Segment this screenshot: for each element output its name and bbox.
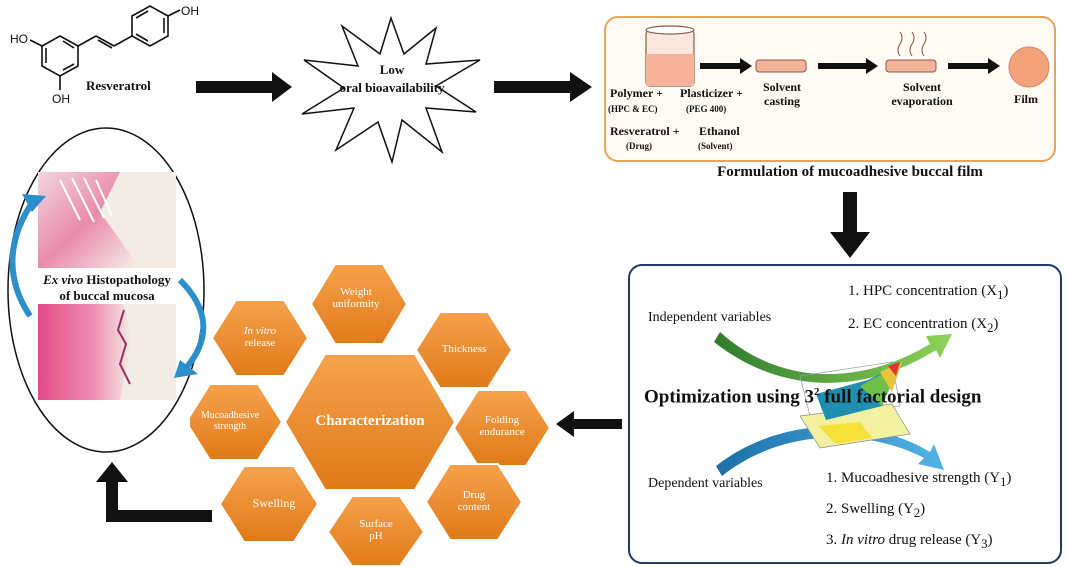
resveratrol-structure [29,5,181,90]
optimization-title-sup: 2 [813,386,820,398]
hex-label-ph-2: pH [369,530,383,543]
response-y3-italic: In vitro [841,532,886,548]
hex-swelling [218,465,320,543]
hex-label-weight-1: Weight [340,286,372,298]
response-y2-sub: 2 [913,506,921,520]
plasticizer-label: Plasticizer + [680,86,743,100]
hex-label-ph-1: Surface [359,518,393,530]
optimization-title: Optimization using 32 full factorial des… [644,386,982,408]
hex-label-weight-2: uniformity [332,298,380,311]
hex-label-folding-2: endurance [479,426,525,439]
molecule-name: Resveratrol [86,78,151,93]
step-casting: Solvent casting [752,80,812,109]
burst-text-line2: oral bioavailability [339,80,445,95]
formulation-graphics [645,25,1050,88]
hex-label-invitro-1: In vitro [243,325,277,337]
hex-label-weight: Weight uniformity [316,286,396,310]
polymer-sub: (HPC & EC) [608,104,658,114]
hex-label-mucoadhesive: Mucoadhesive strength [182,410,278,432]
hex-surface-ph [326,495,426,567]
arrow-elbow [96,462,212,522]
histopathology-panel [7,127,207,453]
burst-text-line1: Low [379,62,405,77]
response-y3: 3. In vitro drug release (Y3) [826,532,993,551]
response-y2: 2. Swelling (Y2) [826,501,926,520]
formulation-caption: Formulation of mucoadhesive buccal film [717,164,983,180]
hex-label-swelling: Swelling [252,496,296,510]
hex-label-drug-1: Drug [462,489,486,501]
hydroxyl-label-top: OH [181,4,199,18]
arrow-right-2 [494,72,592,102]
histopathology-caption: Ex vivo Histopathology of buccal mucosa [22,272,192,305]
hex-label-muco-2: strength [213,421,247,432]
arrow-down [830,192,870,258]
independent-variables-label: Independent variables [648,310,772,325]
hex-weight-uniformity [309,263,409,345]
low-bioavailability-burst [301,15,481,164]
step-film: Film [1014,92,1038,106]
hex-mucoadhesive-strength [190,383,284,461]
response-y3-sub: 3 [981,537,988,551]
ethanol-label: Ethanol [699,124,740,138]
histopathology-line1: Histopathology [83,272,171,287]
variable-x2-text: 2. EC concentration (X [848,316,988,332]
resveratrol-sub: (Drug) [626,141,652,151]
ethanol-sub: (Solvent) [698,141,733,151]
hex-label-thickness: Thickness [441,343,487,355]
response-y1: 1. Mucoadhesive strength (Y1) [826,470,1012,489]
step-evap-line1: Solvent [902,80,941,94]
variable-x1-text: 1. HPC concentration (X [848,283,998,299]
hex-label-ph: Surface pH [336,518,416,542]
response-y1-sub: 1 [1000,475,1007,489]
arrow-right-1 [196,72,292,102]
response-y1-text: 1. Mucoadhesive strength (Y [826,470,1001,486]
optimization-graphics [714,332,952,476]
polymer-label: Polymer + [610,86,663,100]
variable-x1-sub: 1 [997,288,1004,302]
hydroxyl-label-left: HO [10,32,28,46]
response-y2-text: 2. Swelling (Y [826,501,914,517]
hex-drug-content [424,463,524,541]
resveratrol-label: Resveratrol + [610,124,680,138]
histopathology-italic: Ex vivo [43,272,84,287]
plasticizer-sub: (PEG 400) [686,104,727,114]
hex-folding-endurance [452,389,552,467]
step-evap-line2: evaporation [891,94,953,109]
hydroxyl-label-bottom: OH [52,92,70,106]
optimization-title-pre: Optimization using 3 [644,386,814,408]
hex-thickness [414,311,514,389]
hex-label-drug-2: content [457,501,491,514]
histopathology-line2: of buccal mucosa [59,288,155,304]
variable-x2-sub: 2 [987,321,994,335]
step-casting-line1: Solvent [762,80,801,94]
hex-label-drug: Drug content [434,489,514,513]
step-evaporation: Solvent evaporation [872,80,972,109]
hex-label-folding-1: Folding [484,414,520,426]
response-y3-rest: drug release (Y [885,532,982,548]
hex-label-folding: Folding endurance [462,414,542,438]
optimization-title-post: full factorial design [819,386,982,408]
hex-characterization [283,353,457,491]
variable-x2: 2. EC concentration (X2) [848,316,999,335]
hex-label-invitro: In vitro release [220,325,300,349]
arrow-left [556,411,622,437]
characterization-hexagons [190,263,552,567]
hex-label-muco-1: Mucoadhesive [200,410,260,421]
hex-label-characterization: Characterization [315,413,425,429]
hex-invitro-release [210,299,310,377]
response-y3-num: 3. [826,532,841,548]
dependent-variables-label: Dependent variables [648,476,763,491]
variable-x1: 1. HPC concentration (X1) [848,283,1009,302]
hex-label-invitro-2: release [244,337,276,350]
step-casting-line2: casting [764,94,800,109]
